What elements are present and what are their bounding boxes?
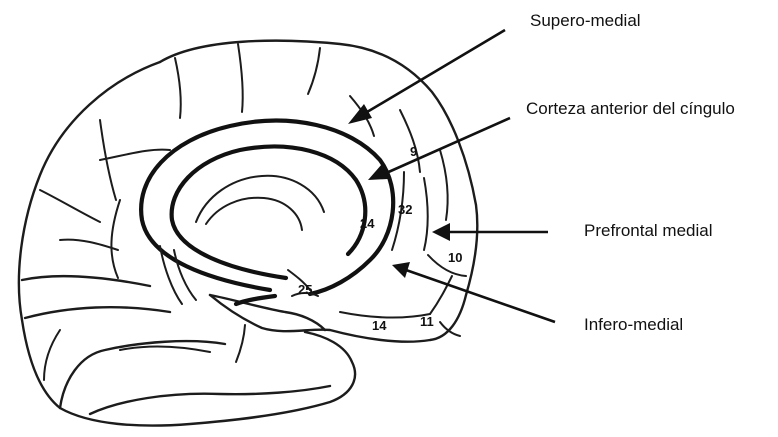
arrow-cingulo bbox=[368, 118, 510, 180]
area-11: 11 bbox=[420, 314, 434, 329]
area-25: 25 bbox=[298, 282, 312, 297]
area-32: 32 bbox=[398, 202, 412, 217]
area-14: 14 bbox=[372, 318, 387, 333]
cingulate-lines bbox=[141, 121, 393, 304]
label-corteza-cingulo: Corteza anterior del cíngulo bbox=[526, 99, 735, 118]
area-24: 24 bbox=[360, 216, 375, 231]
area-9: 9 bbox=[410, 144, 417, 159]
label-infero-medial: Infero-medial bbox=[584, 315, 683, 334]
label-supero-medial: Supero-medial bbox=[530, 11, 641, 30]
arrow-supero-medial bbox=[348, 30, 505, 124]
arrow-infero-medial bbox=[392, 262, 555, 322]
label-prefrontal-medial: Prefrontal medial bbox=[584, 221, 713, 240]
area-10: 10 bbox=[448, 250, 462, 265]
brain-outline bbox=[19, 41, 477, 426]
arrow-prefrontal bbox=[432, 223, 548, 241]
